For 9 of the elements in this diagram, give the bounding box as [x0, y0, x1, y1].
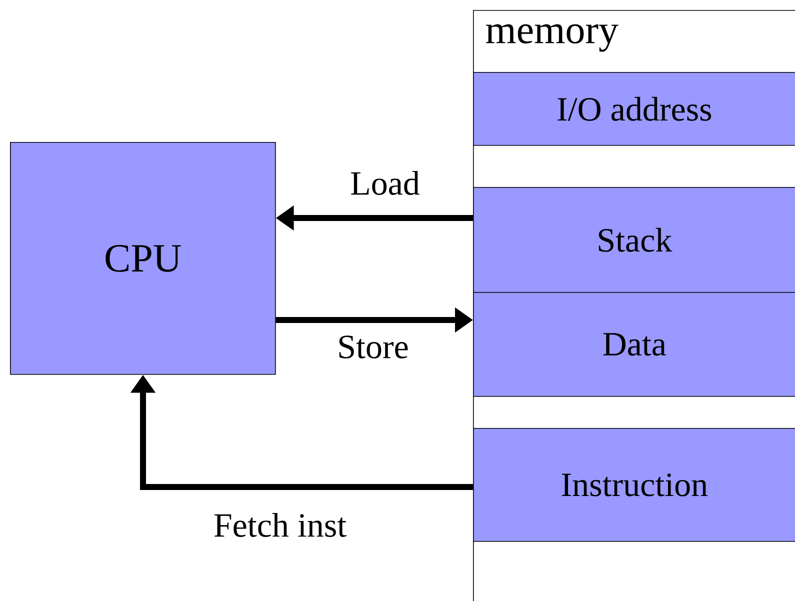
memory-block: Data [473, 292, 795, 397]
memory-block: I/O address [473, 72, 795, 146]
edge-label: Load [349, 170, 421, 196]
memory-block: Instruction [473, 428, 795, 542]
cpu-box: CPU [10, 142, 276, 375]
edge-label: Store [336, 334, 410, 360]
memory-heading: memory [486, 24, 618, 52]
memory-block: Stack [473, 187, 795, 293]
edge-label: Fetch inst [212, 512, 348, 538]
